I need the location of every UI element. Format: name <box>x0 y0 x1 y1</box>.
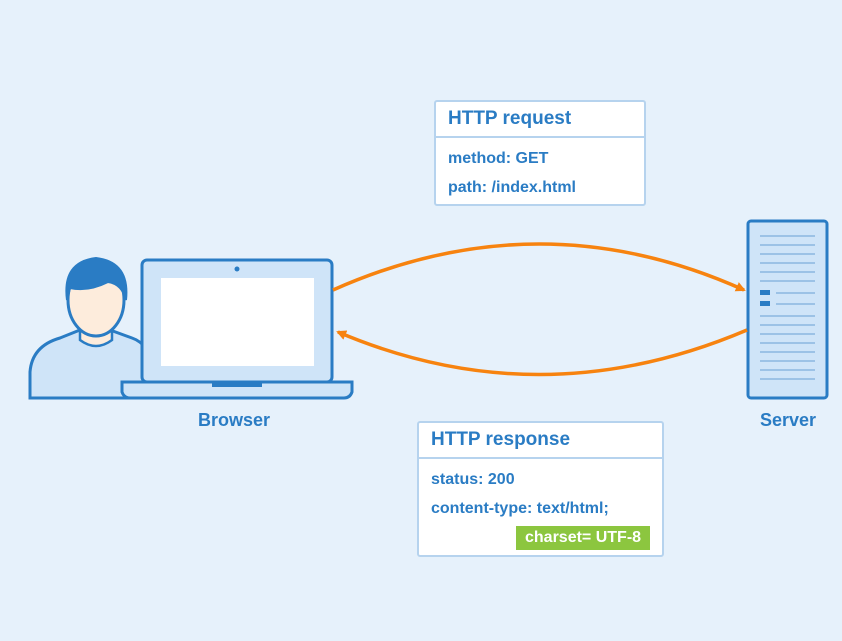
http-request-card: HTTP request method: GET path: /index.ht… <box>434 100 646 206</box>
request-path: path: /index.html <box>448 179 576 196</box>
http-response-title: HTTP response <box>419 423 662 459</box>
http-response-card: HTTP response status: 200 content-type: … <box>417 421 664 557</box>
browser-label: Browser <box>197 410 271 430</box>
request-arrow <box>332 242 746 292</box>
user-icon <box>28 256 157 400</box>
response-arrow <box>336 328 748 377</box>
response-content-type: content-type: text/html; <box>431 500 609 517</box>
request-method: method: GET <box>448 150 549 167</box>
laptop-icon <box>120 258 354 400</box>
response-status: status: 200 <box>431 471 515 488</box>
charset-highlight: charset= UTF-8 <box>516 526 651 550</box>
http-request-title: HTTP request <box>436 102 644 138</box>
server-label: Server <box>759 410 817 430</box>
server-icon <box>746 219 829 400</box>
